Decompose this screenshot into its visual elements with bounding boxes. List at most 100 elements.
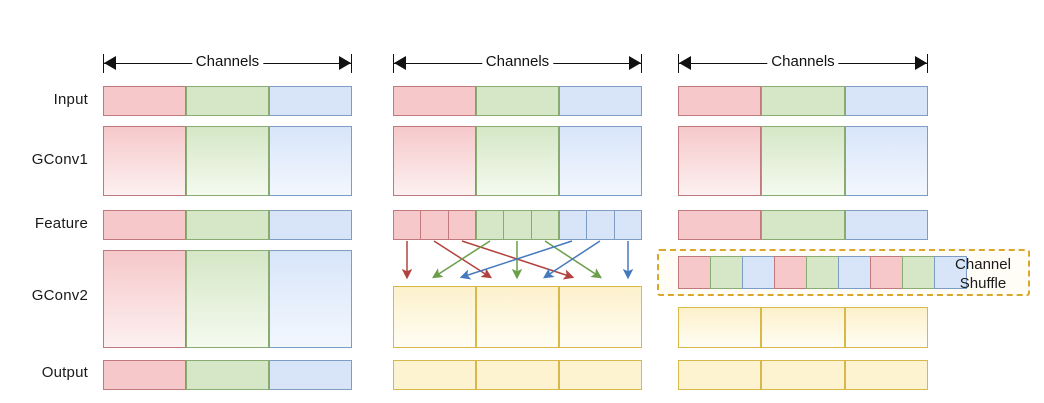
feature-cell [503,210,532,240]
panel-c-feature-bar [678,210,928,240]
conv-group-yellow [559,286,642,348]
ruler-label: Channels [481,51,554,73]
shuffle-cell [774,256,807,289]
ruler-end-cap-left [678,54,679,73]
panel-b-output-bar [393,360,642,390]
channel-group-red [393,86,476,116]
channel-group-blue [559,86,642,116]
feature-cell [613,210,642,240]
channel-group-red [678,86,762,116]
channel-group-green [186,210,269,240]
shuffle-cell [870,256,903,289]
channel-group-blue [269,126,352,196]
feature-cell [447,210,476,240]
channel-group-red [678,210,762,240]
panel-c-gconv1-bar [678,126,928,196]
panel-b-gconv1-bar [393,126,642,196]
feature-cell [530,210,559,240]
channel-group-blue [269,86,352,116]
panel-c-input-bar [678,86,928,116]
channel-group-blue [269,360,352,390]
channel-group-green [186,250,269,348]
panel-a-input-bar [103,86,352,116]
panel-c-output-bar [678,360,928,390]
channel-group-red [103,250,186,348]
panel-b-feature-bar [393,210,642,240]
panel-b-input-bar [393,86,642,116]
shuffle-cell [934,256,967,289]
conv-group-yellow [393,286,476,348]
channel-group-blue [269,210,352,240]
arrow-left-icon [394,56,406,70]
shuffle-cell [806,256,839,289]
channel-group-green [186,126,269,196]
channel-group-green [186,360,269,390]
channel-group-blue [844,210,928,240]
conv-group-yellow [559,360,642,390]
channel-group-green [186,86,269,116]
conv-group-yellow [678,307,762,348]
ruler-end-cap-right [927,54,928,73]
channels-ruler-panel-c: Channels [678,51,928,74]
conv-group-yellow [476,286,559,348]
arrow-left-icon [104,56,116,70]
panel-a-feature-bar [103,210,352,240]
channel-group-green [476,86,559,116]
conv-group-yellow [476,360,559,390]
ruler-end-cap-right [641,54,642,73]
ruler-label: Channels [767,51,839,73]
conv-group-yellow [761,360,845,390]
conv-group-yellow [678,360,762,390]
row-label-gconv2: GConv2 [31,287,88,304]
ruler-end-cap-left [103,54,104,73]
shuffle-cell [902,256,935,289]
channel-group-red [678,126,762,196]
panel-a-output-bar [103,360,352,390]
arrow-right-icon [339,56,351,70]
channels-ruler-panel-b: Channels [393,51,642,74]
channel-shuffle-strip [678,256,967,289]
feature-cell [559,210,588,240]
panel-c-gconv2-bar [678,307,928,348]
panel-a-gconv2-bar [103,250,352,348]
channels-ruler-panel-a: Channels [103,51,352,74]
channel-group-green [761,210,845,240]
ruler-end-cap-left [393,54,394,73]
shuffle-cell [678,256,711,289]
ruler-label: Channels [191,51,264,73]
channel-group-blue [559,126,642,196]
shuffle-cell [838,256,871,289]
channel-group-red [103,86,186,116]
row-label-input: Input [53,91,88,108]
conv-group-yellow [761,307,845,348]
channel-group-green [476,210,559,240]
channel-shuffle-label-line2: Shuffle [959,275,1007,292]
shuffle-cell [710,256,743,289]
channel-shuffle-label-line1: Channel [955,256,1011,273]
channel-group-red [103,360,186,390]
shuffle-cell [742,256,775,289]
channel-group-green [761,126,845,196]
channel-group-green [761,86,845,116]
channel-group-green [476,126,559,196]
feature-cell [420,210,449,240]
panel-a-gconv1-bar [103,126,352,196]
channel-group-blue [844,126,928,196]
panel-b-gconv2-bar [393,286,642,348]
conv-group-yellow [393,360,476,390]
arrow-right-icon [915,56,927,70]
row-label-output: Output [41,364,88,381]
channel-group-blue [844,86,928,116]
feature-cell [586,210,615,240]
conv-group-yellow [844,360,928,390]
channel-group-red [393,126,476,196]
row-label-gconv1: GConv1 [31,151,88,168]
channel-group-red [393,210,476,240]
channel-group-red [103,126,186,196]
channel-group-blue [559,210,642,240]
feature-cell [476,210,505,240]
ruler-end-cap-right [351,54,352,73]
row-label-feature: Feature [34,215,88,232]
feature-cell [393,210,422,240]
